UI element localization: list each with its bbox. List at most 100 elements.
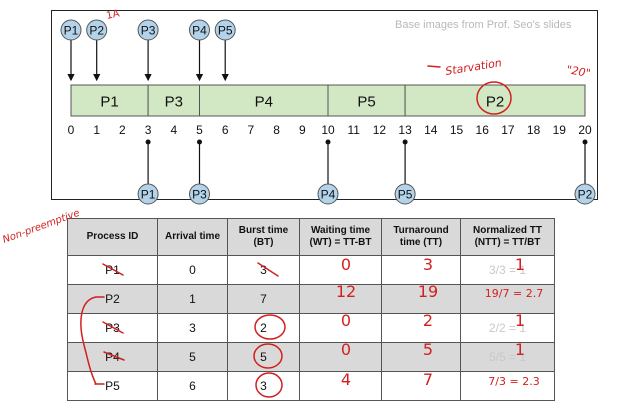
arrival-label: P5: [218, 24, 233, 38]
gantt-label: P5: [357, 94, 375, 111]
header-arrival-time: Arrival time: [157, 218, 228, 256]
cell-burst: 3: [227, 255, 300, 285]
hand-turnaround-time: 19: [418, 282, 438, 301]
dash-mark: [427, 65, 441, 68]
note-side: Non-preemptive: [1, 208, 81, 246]
gantt-bar: [327, 84, 406, 117]
cell-arrival: 5: [157, 342, 228, 372]
completion-label: P4: [321, 188, 336, 202]
completion-circle: [317, 183, 339, 205]
header-turnaround-time: Turnaround time (TT): [381, 218, 461, 256]
completion-label: P5: [398, 188, 413, 202]
completion-dot: [325, 139, 331, 145]
table-row: P1 0 3 3/3 = 1: [67, 255, 555, 285]
cell-waiting: [299, 371, 382, 401]
cell-waiting: [299, 342, 382, 372]
gantt-bar: [404, 84, 586, 117]
completion-label: P2: [578, 188, 593, 202]
tick-label: 3: [145, 123, 152, 137]
completion-circle: [394, 183, 416, 205]
cell-normalized: 5/5 = 1: [460, 342, 555, 372]
tick-label: 15: [450, 123, 464, 137]
tick-label: 9: [299, 123, 306, 137]
gantt-label: P1: [100, 94, 118, 111]
strike-p3: [102, 321, 124, 334]
note-top-left: 1A: [105, 8, 120, 22]
completion-label: P1: [141, 188, 156, 202]
arrival-label: P1: [64, 24, 79, 38]
strike-burst-p1: [257, 262, 279, 277]
cell-normalized: 2/2 = 1: [460, 313, 555, 343]
note-starvation: Starvation: [444, 56, 502, 78]
arrival-circle: [214, 19, 236, 41]
tick-label: 14: [424, 123, 438, 137]
hand-waiting-time: 0: [341, 255, 351, 274]
brace-queue: [80, 296, 97, 385]
hand-waiting-time: 0: [341, 311, 351, 330]
arrival-circle: [189, 19, 210, 41]
hand-waiting-time: 4: [341, 370, 351, 389]
cell-normalized: [460, 371, 555, 401]
tick-label: 4: [170, 123, 177, 137]
table-row: P2 1 7: [67, 284, 555, 314]
hand-normalized-tt: 1: [515, 340, 525, 359]
arrival-label: P2: [89, 24, 104, 38]
tick-label: 18: [527, 123, 541, 137]
tick-label: 19: [553, 123, 567, 137]
cell-waiting: [299, 313, 382, 343]
table-row: P5 6 3: [67, 371, 555, 401]
cell-arrival: 6: [157, 371, 228, 401]
tick-label: 8: [273, 123, 280, 137]
completion-dot: [197, 139, 202, 145]
tick-label: 17: [501, 123, 515, 137]
arrival-circle: [86, 19, 108, 41]
tick-label: 11: [347, 123, 360, 137]
gantt-label: P2: [486, 94, 504, 111]
gantt-label: P4: [255, 94, 273, 111]
cell-arrival: 1: [157, 284, 228, 314]
caption: Base images from Prof. Seo's slides: [395, 19, 572, 31]
hand-normalized-tt: 1: [515, 255, 525, 274]
process-table: Process ID Arrival time Burst time (BT) …: [67, 218, 555, 401]
arrival-circle: [60, 19, 82, 41]
hand-waiting-time: 12: [336, 282, 356, 301]
hand-waiting-time: 0: [341, 340, 351, 359]
cell-turnaround: [381, 313, 461, 343]
gantt-label: P3: [165, 94, 183, 111]
completion-circle: [137, 183, 159, 205]
note-long-mark: "20": [565, 63, 591, 80]
strike-p4: [103, 351, 125, 361]
cell-normalized: 3/3 = 1: [460, 255, 555, 285]
tick-label: 0: [68, 123, 75, 137]
arrival-label: P3: [141, 24, 156, 38]
tick-label: 7: [248, 123, 255, 137]
tick-label: 16: [476, 123, 490, 137]
cell-arrival: 0: [157, 255, 228, 285]
completion-dot: [145, 139, 151, 145]
hand-normalized-tt: 1: [515, 311, 525, 330]
hand-turnaround-time: 2: [423, 311, 433, 330]
circle-burst-2: [254, 314, 286, 340]
hand-normalized-tt: 19/7 = 2.7: [485, 287, 543, 300]
completion-circle: [574, 183, 596, 205]
arrival-circle: [137, 19, 159, 41]
tick-label: 20: [578, 123, 592, 137]
completion-dot: [582, 139, 588, 145]
cell-process-id: P4: [67, 342, 158, 372]
arrival-label: P4: [192, 24, 207, 38]
hand-turnaround-time: 3: [423, 255, 433, 274]
completion-label: P3: [192, 188, 207, 202]
table-header-row: Process ID Arrival time Burst time (BT) …: [67, 218, 555, 256]
tick-label: 5: [196, 123, 203, 137]
tick-label: 6: [222, 123, 229, 137]
tick-label: 13: [398, 123, 412, 137]
cell-process-id: P5: [67, 371, 158, 401]
completion-dot: [402, 139, 408, 145]
tick-label: 12: [373, 123, 387, 137]
circle-burst-3: [255, 372, 283, 398]
circle-burst-5: [253, 343, 283, 369]
hand-turnaround-time: 7: [423, 370, 433, 389]
